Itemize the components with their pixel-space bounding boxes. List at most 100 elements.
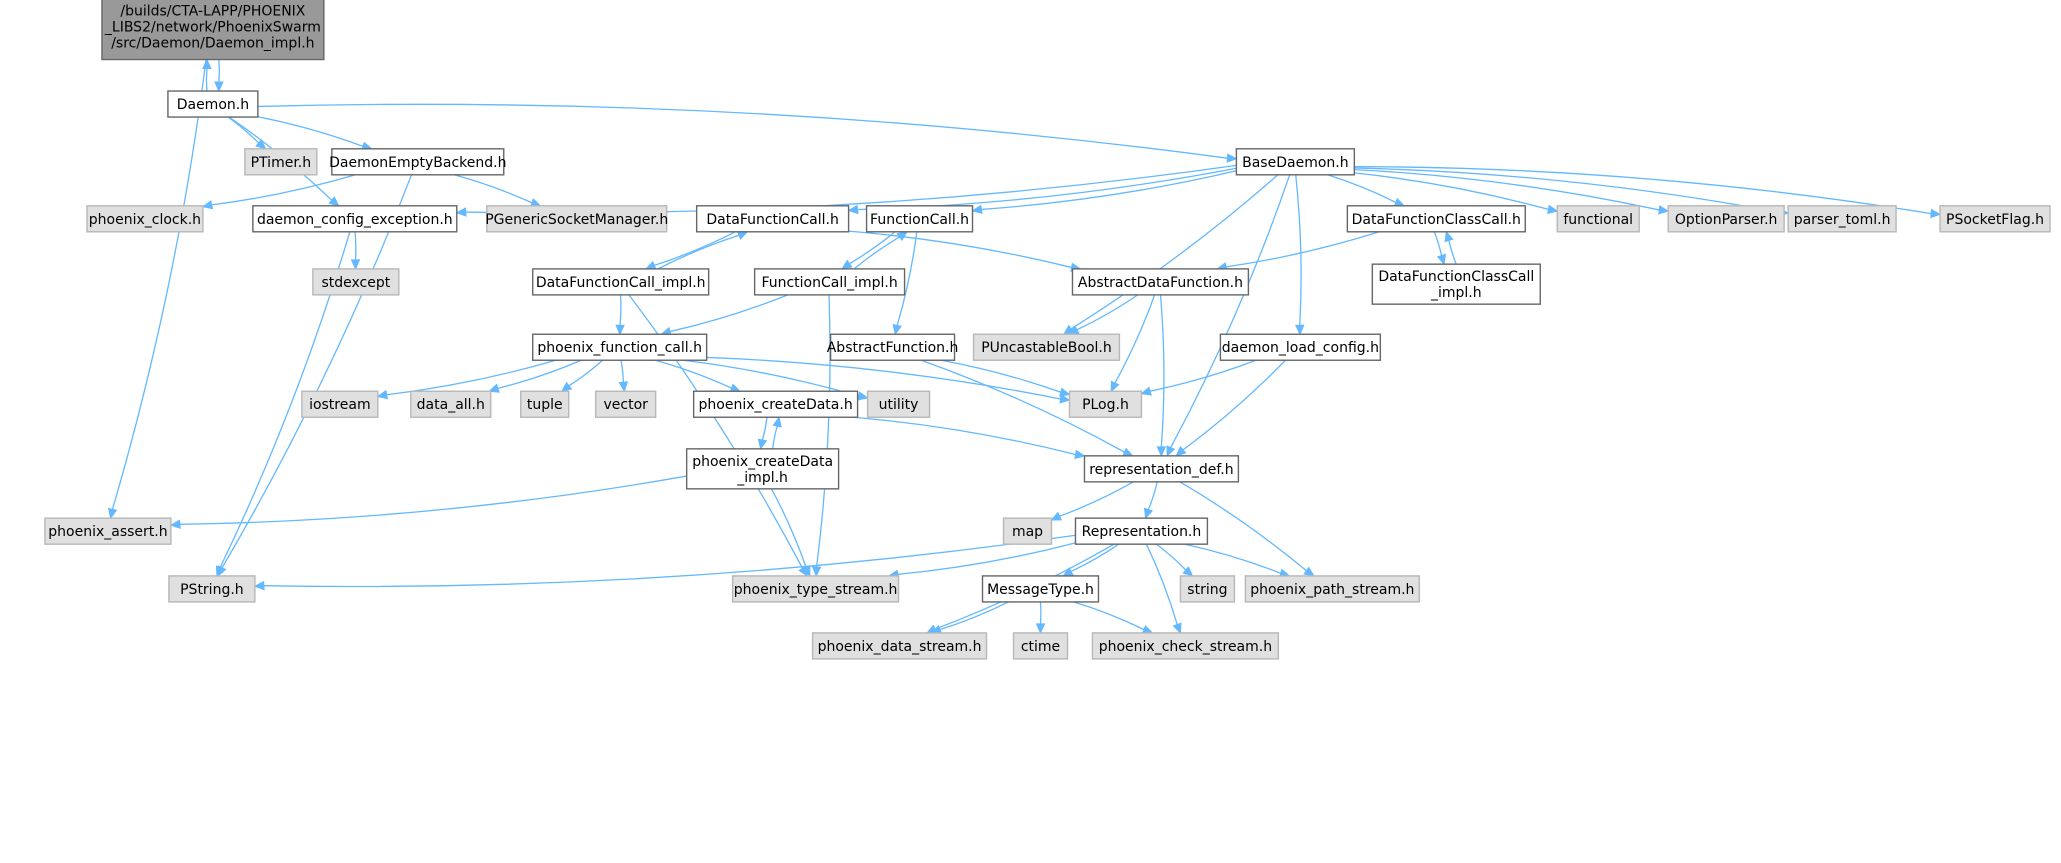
node-utility[interactable]: utility — [866, 390, 931, 418]
node-createdataimpl[interactable]: phoenix_createData_impl.h — [685, 448, 840, 490]
edge-daemon-to-ptimer — [227, 116, 267, 150]
node-repr[interactable]: Representation.h — [1074, 517, 1209, 545]
edge-repr-to-string — [1155, 543, 1194, 577]
node-label: Daemon.h — [177, 97, 249, 113]
node-label: OptionParser.h — [1675, 212, 1778, 228]
node-label: /builds/CTA-LAPP/PHOENIX — [120, 4, 305, 20]
node-dataall[interactable]: data_all.h — [410, 390, 492, 418]
node-label: phoenix_check_stream.h — [1099, 639, 1272, 655]
node-label: phoenix_createData.h — [699, 397, 853, 413]
edge-dfccimpl-to-dfcc — [1444, 230, 1457, 265]
node-reprdef[interactable]: representation_def.h — [1083, 455, 1240, 483]
node-label: daemon_config_exception.h — [257, 212, 453, 228]
edge-loadcfg-to-reprdef — [1175, 359, 1286, 457]
edge-root-to-passert — [107, 59, 207, 520]
node-optparser[interactable]: OptionParser.h — [1667, 205, 1785, 233]
edge-msgtype-to-ctime — [1035, 601, 1046, 635]
node-vector[interactable]: vector — [595, 390, 657, 418]
edge-dfcimpl-to-pfc — [615, 294, 625, 336]
node-pfc[interactable]: phoenix_function_call.h — [532, 333, 708, 361]
node-map[interactable]: map — [1002, 517, 1053, 545]
edge-basedaemon-to-fc — [971, 170, 1237, 215]
node-parsertoml[interactable]: parser_toml.h — [1787, 205, 1897, 233]
edge-pfc-to-vector — [618, 360, 629, 393]
edge-emptybackend-to-psockmgr — [453, 174, 542, 208]
node-label: PTimer.h — [251, 155, 312, 171]
node-label: string — [1187, 582, 1227, 598]
node-plog[interactable]: PLog.h — [1068, 390, 1143, 418]
node-puncast[interactable]: PUncastableBool.h — [972, 333, 1121, 361]
node-ptimer[interactable]: PTimer.h — [244, 148, 318, 176]
node-label: FunctionCall.h — [870, 212, 969, 228]
node-dfccimpl[interactable]: DataFunctionClassCall_impl.h — [1371, 263, 1541, 305]
node-root[interactable]: /builds/CTA-LAPP/PHOENIX_LIBS2/network/P… — [101, 0, 325, 61]
node-label: PString.h — [180, 582, 244, 598]
node-label: utility — [879, 397, 919, 413]
node-label: BaseDaemon.h — [1242, 155, 1348, 171]
edge-repr-to-msgtype — [1062, 543, 1120, 577]
node-daemon[interactable]: Daemon.h — [167, 90, 259, 118]
edge-msgtype-to-checkstream — [1073, 601, 1154, 634]
edge-dfcc-to-dfccimpl — [1433, 231, 1446, 266]
node-iostream[interactable]: iostream — [301, 390, 379, 418]
edge-dfc-to-adf — [848, 230, 1082, 273]
edge-pfc-to-plog — [706, 356, 1071, 404]
node-passert[interactable]: phoenix_assert.h — [44, 517, 172, 545]
node-label: tuple — [527, 397, 563, 413]
node-label: MessageType.h — [987, 582, 1094, 598]
node-psockmgr[interactable]: PGenericSocketManager.h — [485, 205, 668, 233]
node-string[interactable]: string — [1179, 575, 1236, 603]
node-label: parser_toml.h — [1794, 212, 1891, 228]
node-label: phoenix_assert.h — [48, 524, 167, 540]
edge-daemon-to-emptybackend — [257, 116, 373, 151]
node-pathstream[interactable]: phoenix_path_stream.h — [1244, 575, 1421, 603]
node-clock[interactable]: phoenix_clock.h — [86, 205, 204, 233]
edge-basedaemon-to-loadcfg — [1294, 174, 1305, 336]
node-checkstream[interactable]: phoenix_check_stream.h — [1091, 632, 1280, 660]
node-label: phoenix_type_stream.h — [734, 582, 898, 598]
node-functional[interactable]: functional — [1556, 205, 1640, 233]
node-label: map — [1012, 524, 1043, 540]
edge-cfgexc-to-stdexcept — [350, 231, 361, 271]
edge-af-to-plog — [941, 359, 1071, 397]
edge-createdata-to-createdataimpl — [757, 417, 768, 451]
node-psockflag[interactable]: PSocketFlag.h — [1939, 205, 2051, 233]
node-ctime[interactable]: ctime — [1012, 632, 1069, 660]
edge-pfc-to-dataall — [488, 359, 582, 393]
node-loadcfg[interactable]: daemon_load_config.h — [1219, 333, 1382, 361]
edge-createdataimpl-to-passert — [169, 475, 687, 530]
node-dfcimpl[interactable]: DataFunctionCall_impl.h — [532, 268, 710, 296]
node-adf[interactable]: AbstractDataFunction.h — [1071, 268, 1250, 296]
node-fcimpl[interactable]: FunctionCall_impl.h — [753, 268, 906, 296]
edge-pfc-to-tuple — [560, 359, 604, 392]
node-stdexcept[interactable]: stdexcept — [312, 268, 400, 296]
node-pstring[interactable]: PString.h — [168, 575, 256, 603]
node-basedaemon[interactable]: BaseDaemon.h — [1235, 148, 1356, 176]
edge-basedaemon-to-dfcc — [1327, 174, 1406, 207]
node-createdata[interactable]: phoenix_createData.h — [692, 390, 859, 418]
node-typestream[interactable]: phoenix_type_stream.h — [731, 575, 900, 603]
node-fc[interactable]: FunctionCall.h — [865, 205, 974, 233]
node-label: ctime — [1021, 639, 1060, 655]
node-label: DataFunctionCall_impl.h — [536, 275, 706, 291]
node-label: iostream — [309, 397, 371, 413]
node-af[interactable]: AbstractFunction.h — [827, 333, 959, 361]
edge-adf-to-puncast — [1068, 294, 1139, 335]
node-msgtype[interactable]: MessageType.h — [981, 575, 1100, 603]
node-cfgexc[interactable]: daemon_config_exception.h — [252, 205, 458, 233]
edge-fcimpl-to-typestream — [811, 294, 831, 578]
node-label: DataFunctionClassCall.h — [1352, 212, 1521, 228]
node-dfc[interactable]: DataFunctionCall.h — [695, 205, 850, 233]
node-label: _impl.h — [1430, 285, 1482, 301]
edge-createdata-to-reprdef — [853, 416, 1086, 460]
edge-repr-to-pstring — [253, 534, 1076, 591]
edge-reprdef-to-repr — [1143, 481, 1158, 520]
node-emptybackend[interactable]: DaemonEmptyBackend.h — [329, 148, 506, 176]
edge-repr-to-pathstream — [1184, 543, 1291, 578]
node-datastream[interactable]: phoenix_data_stream.h — [811, 632, 988, 660]
node-label: FunctionCall_impl.h — [761, 275, 897, 291]
node-dfcc[interactable]: DataFunctionClassCall.h — [1346, 205, 1526, 233]
node-tuple[interactable]: tuple — [520, 390, 570, 418]
edge-createdataimpl-to-createdata — [772, 416, 782, 449]
node-label: daemon_load_config.h — [1222, 340, 1379, 356]
